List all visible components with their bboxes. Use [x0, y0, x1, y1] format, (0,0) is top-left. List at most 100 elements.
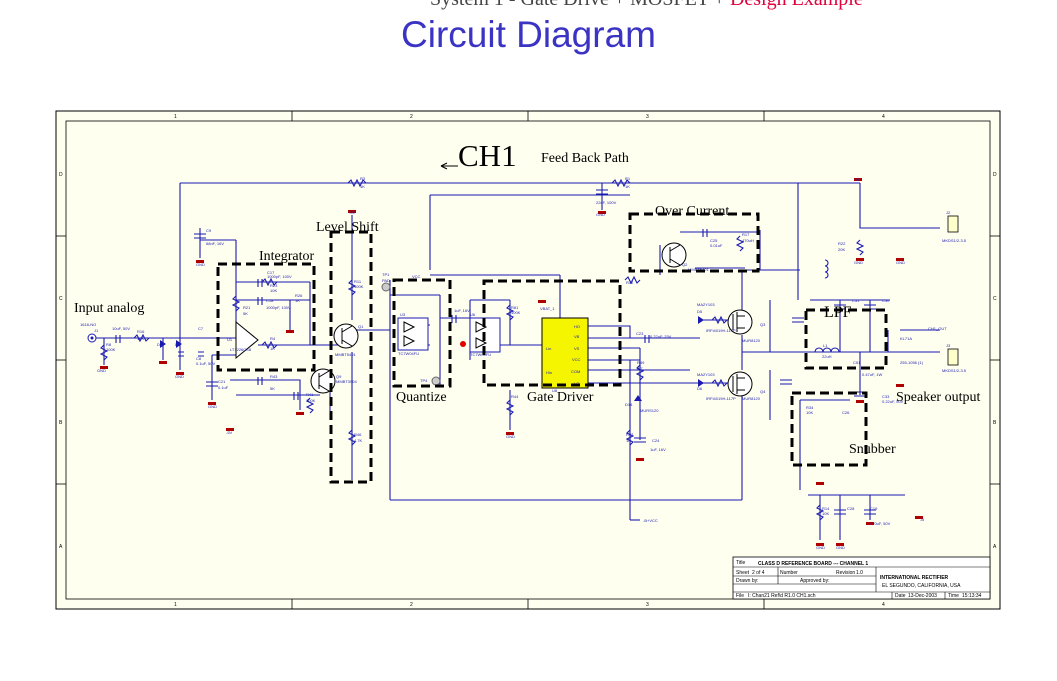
ground-symbols [100, 178, 923, 546]
label-r46: R46 [354, 432, 362, 437]
tb-date-value: 13-Dec-2003 [908, 593, 937, 599]
label-vp: +B [854, 177, 859, 182]
label-j1-value: 1618-NO [80, 322, 96, 327]
label-gnd-6: GND [896, 260, 905, 265]
label-r1-value: 1K [625, 184, 630, 189]
label-feedback-path: Feed Back Path [541, 151, 629, 166]
tb-approved-label: Approved by: [800, 578, 829, 584]
label-c51-value: 0.47uF, 1W [862, 372, 882, 377]
label-gnd-4: GND [596, 212, 605, 217]
label-r4-value: 1K [270, 346, 275, 351]
inductor-small [824, 259, 829, 279]
box-over-current [628, 212, 760, 273]
connector-j2 [947, 215, 959, 233]
label-c34: C24 [652, 438, 660, 443]
box-quantize [392, 278, 452, 388]
frame-row-b-right: B [993, 420, 997, 426]
label-r34: R34 [806, 405, 814, 410]
tb-company: INTERNATIONAL RECTIFIER [880, 575, 949, 581]
label-u1-value: LT1226CS8 [230, 347, 252, 352]
label-r1: R1 [625, 176, 631, 181]
label-gnd-2: GND [175, 374, 184, 379]
tb-file-label: File [736, 593, 744, 599]
sheet-border [55, 110, 1001, 610]
label-c30: C30 [882, 298, 890, 303]
transistor-q2 [661, 242, 687, 268]
tb-title-value: CLASS D REFERENCE BOARD --- CHANNEL 1 [758, 561, 868, 567]
label-r3: R3 [360, 176, 366, 181]
label-c33-value: 0.22uF, 50V [882, 399, 904, 404]
label-r41-value: 100K [306, 398, 316, 403]
tb-file-value: I: Chan21 Ref\d R1.0 CH1.sch [748, 593, 816, 599]
tb-drawn-label: Drawn by: [736, 578, 759, 584]
label-c31: C31 [852, 298, 860, 303]
tb-date-label: Date [895, 593, 906, 599]
connector-j3 [947, 348, 959, 366]
box-level-shift [329, 230, 373, 484]
frame-col-3: 3 [646, 114, 649, 120]
label-level-shift: Level Shift [316, 220, 379, 235]
label-r34-value: 10K [806, 410, 813, 415]
annotation-labels: CH1 Feed Back Path Over Current Level Sh… [74, 138, 980, 457]
capacitor-symbols [115, 189, 876, 515]
ic-ref: U8 [552, 388, 558, 393]
frame-labels: 1 2 3 4 1 2 3 4 D C B A D C B A [59, 114, 997, 608]
label-c18-value: 1000pF, 100V [266, 305, 291, 310]
label-tp1: TP1 [382, 272, 390, 277]
label-d6: D6 [697, 386, 703, 391]
label-m5v: -5V [226, 430, 233, 435]
label-r43: R43 [270, 374, 278, 379]
quantize-gates [397, 317, 429, 351]
label-r11: R11 [354, 279, 362, 284]
label-d5-value: MA2Y103 [697, 302, 715, 307]
tb-time-value: 15:13:34 [962, 593, 982, 599]
label-q9: Q9 [336, 374, 342, 379]
title-block: Title CLASS D REFERENCE BOARD --- CHANNE… [732, 556, 991, 600]
label-snubber: Snubber [849, 442, 896, 457]
label-r47: R47 [626, 432, 634, 437]
tb-sheet-value: 2 of 4 [752, 570, 765, 576]
label-vbat: VBAT_1 [540, 306, 555, 311]
mosfet-low-side [727, 371, 753, 397]
frame-row-d-right: D [993, 172, 997, 178]
transistor-q9 [310, 368, 336, 394]
label-l1: L1 [823, 343, 828, 348]
label-c9-value: 68nF, 16V [206, 241, 224, 246]
label-c23-value: 0.22uF, 25V [650, 334, 672, 339]
label-gnd-9: GND [506, 434, 515, 439]
feedback-arrow [440, 162, 458, 170]
label-c22-value: 1uF, 16V [454, 308, 470, 313]
label-qh-value: IRFI4019H-117P [706, 328, 736, 333]
label-q4: Q4 [760, 389, 766, 394]
label-q2: Q2 [682, 262, 688, 267]
label-r43-value: 5K [270, 386, 275, 391]
component-labels: R3 1K R1 1K 22nF, 100V C9 68nF, 16V C17 … [80, 176, 967, 550]
label-integrator: Integrator [259, 249, 315, 264]
tb-number-label: Number [780, 570, 798, 576]
label-r14: R14 [822, 506, 830, 511]
frame-col-3-bottom: 3 [646, 602, 649, 608]
label-c19: C19 [870, 506, 878, 511]
label-gate-driver: Gate Driver [527, 390, 594, 405]
box-snubber [790, 391, 868, 467]
label-c51: C51 [853, 360, 861, 365]
ic-pin-hin: Hin [546, 370, 552, 375]
frame-col-1: 1 [174, 114, 177, 120]
label-speaker-output: Speaker output [896, 390, 980, 405]
tb-revision-label: Revision [836, 570, 855, 576]
label-gnd-8: GND [836, 545, 845, 550]
label-r47-value: 1K [626, 438, 631, 443]
frame-row-b: B [59, 420, 63, 426]
label-c28: C28 [847, 506, 855, 511]
label-d2: D2 [175, 342, 181, 347]
label-q3: Q3 [760, 322, 766, 327]
label-r14-value: 10K [822, 511, 829, 516]
label-r22-value: 20K [838, 247, 845, 252]
label-c26-value: C26 [842, 410, 850, 415]
label-r23-value: 10K [270, 288, 277, 293]
label-vcc: VCC [412, 274, 421, 279]
label-c25: C25 [710, 238, 718, 243]
tb-sheet-label: Sheet [736, 570, 750, 576]
label-u3: U3 [400, 312, 406, 317]
ic-pin-com: COM [571, 369, 580, 374]
